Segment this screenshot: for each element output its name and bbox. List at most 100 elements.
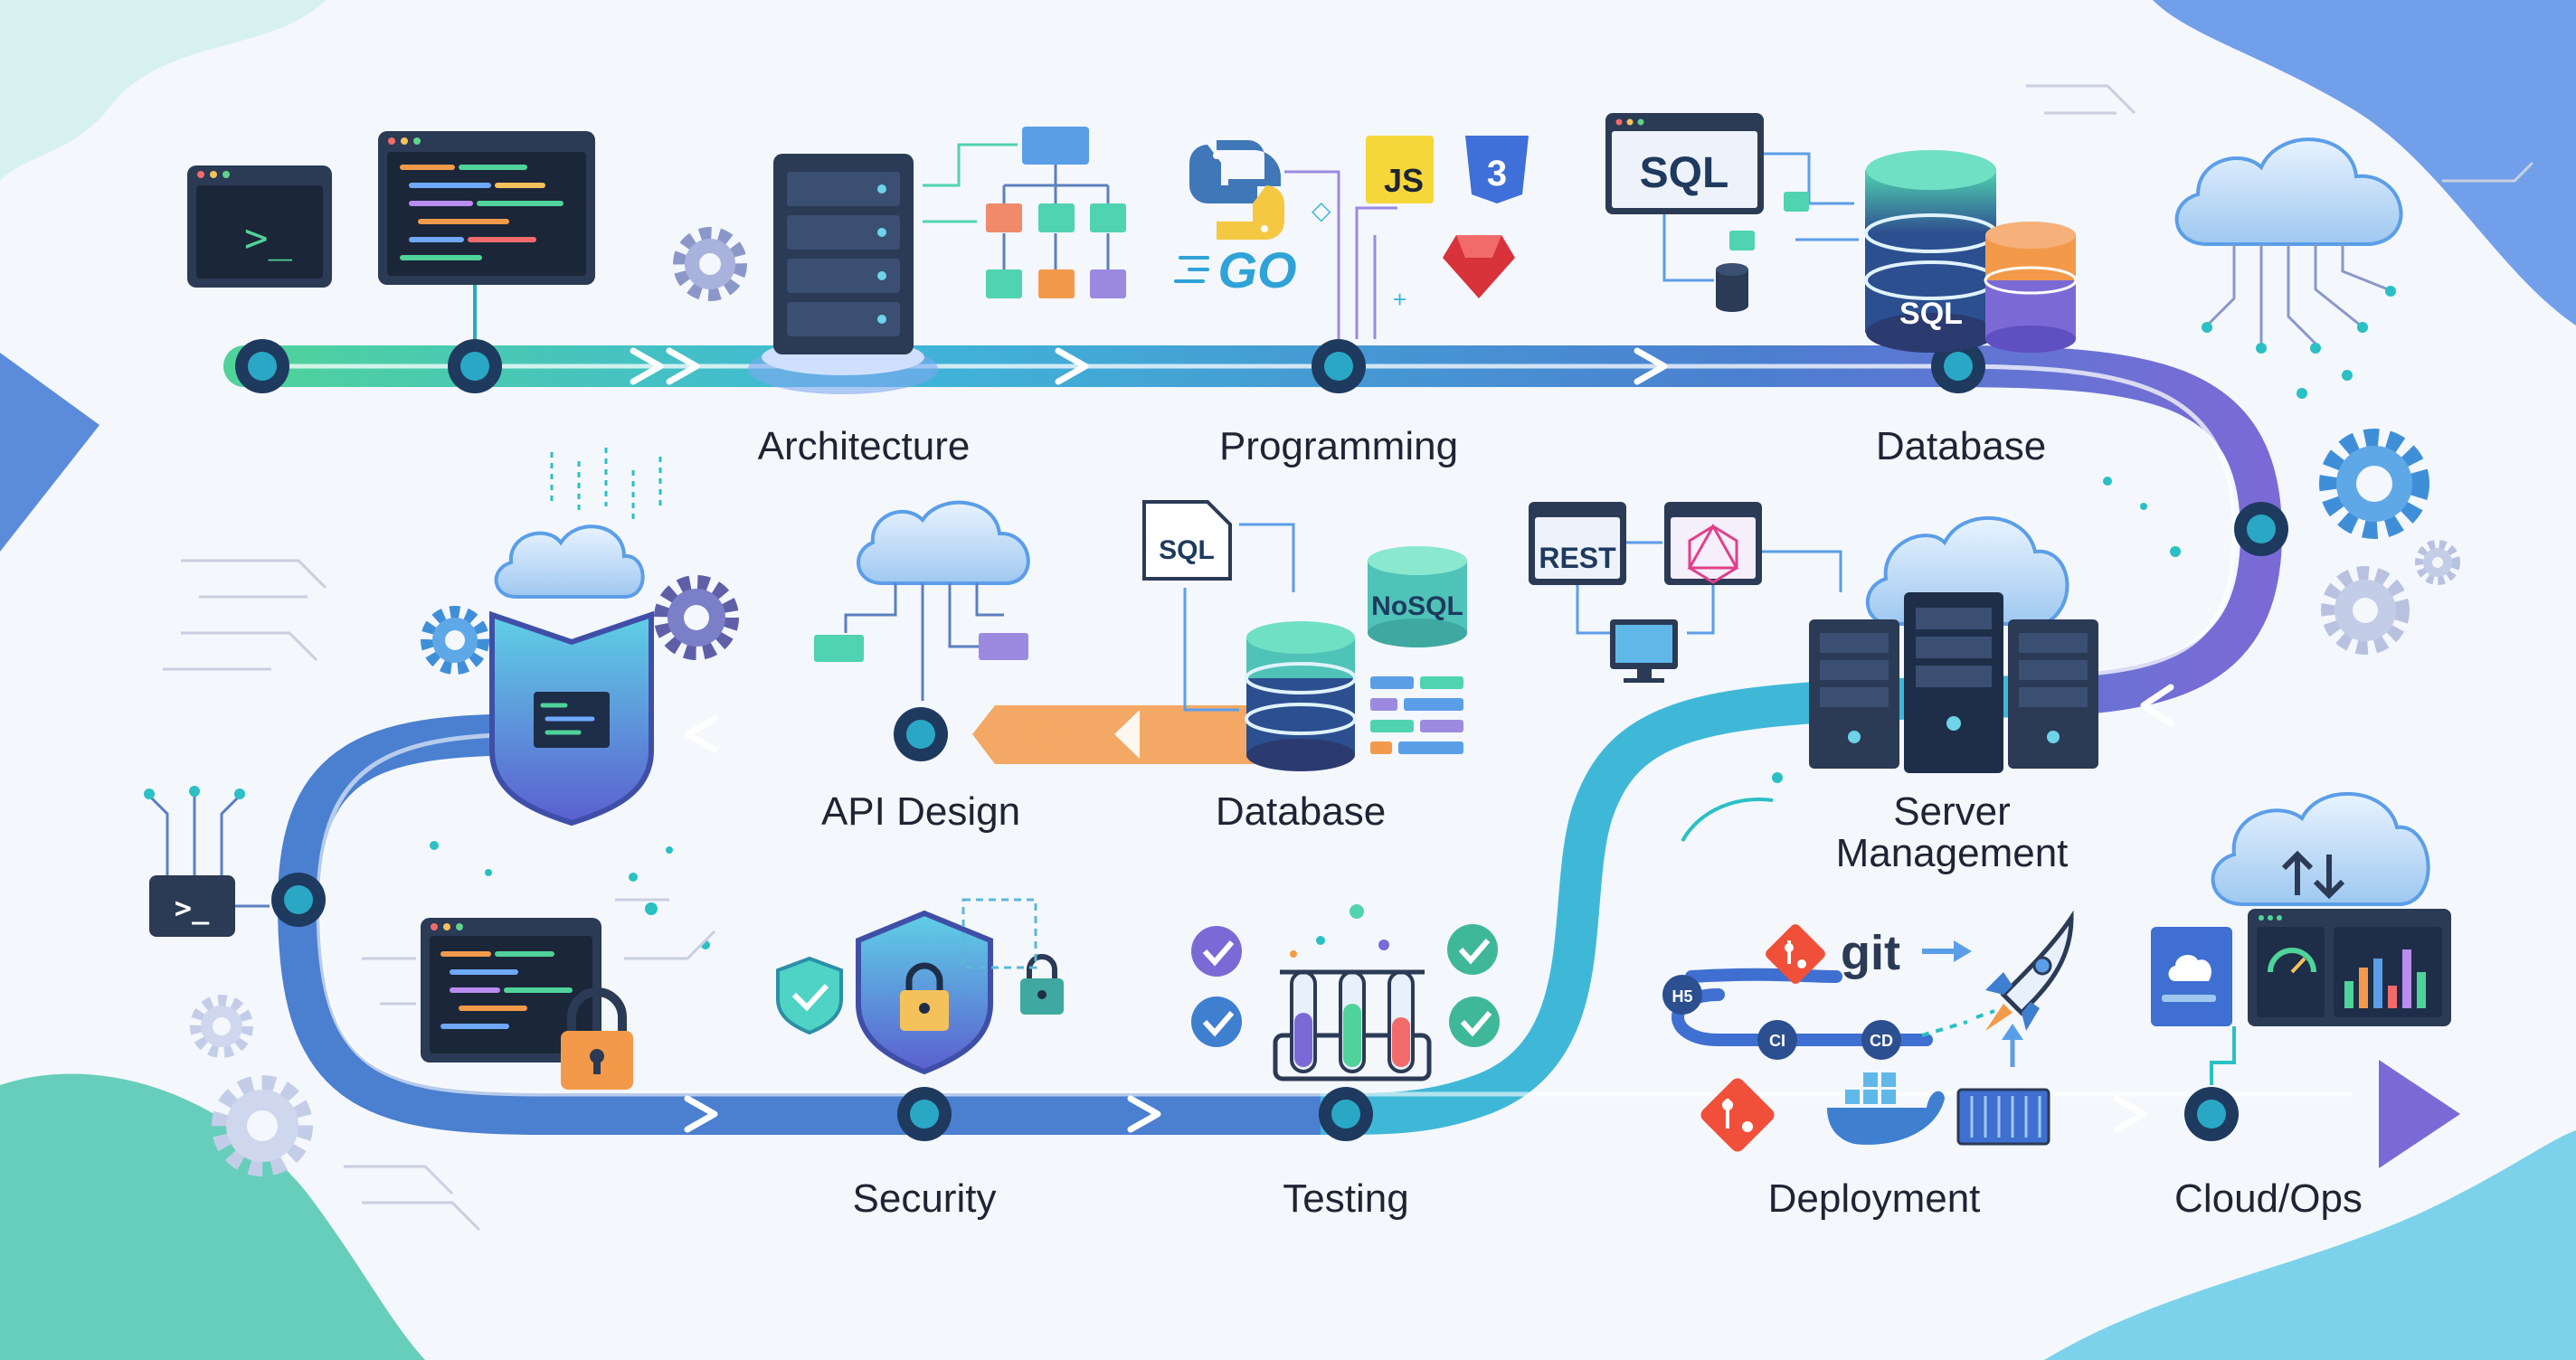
decorative-dots [1772, 477, 2181, 783]
cloud-sync-icon [2211, 791, 2430, 906]
decorative-dots [1290, 904, 1389, 958]
svg-text:git: git [1841, 926, 1900, 980]
svg-text:SQL: SQL [1159, 535, 1215, 565]
server-towers-icon [1809, 515, 2098, 773]
svg-text:3: 3 [1487, 154, 1507, 194]
flowchart-icon [923, 127, 1126, 298]
stage-label-security: Security [853, 1176, 997, 1221]
sql-window-icon: SQL [1605, 113, 1764, 214]
arrow-icon [2002, 1024, 2023, 1040]
gear-icon [2415, 540, 2460, 585]
shield-check-icon [776, 956, 843, 1035]
background-blob [2153, 0, 2576, 326]
svg-text:CD: CD [1870, 1032, 1893, 1050]
checkmark-icon [1449, 996, 1500, 1047]
stage-label-architecture: Architecture [758, 424, 971, 468]
css3-logo-icon: 3 [1465, 136, 1529, 203]
dashboard-icon [2151, 909, 2451, 1026]
database-cylinder-icon [1245, 621, 1357, 771]
stage-labels: Architecture Programming Database Server… [758, 424, 2363, 1221]
cloud-icon [494, 524, 645, 599]
stage-label-management: Management [1836, 831, 2069, 875]
stage-label-cloud-ops: Cloud/Ops [2174, 1176, 2363, 1221]
checkmark-icon [1191, 926, 1242, 977]
go-logo-icon: GO [1174, 241, 1297, 298]
sparkle-icon: + [1393, 286, 1406, 313]
stage-node[interactable] [1319, 1087, 1373, 1141]
padlock-icon [561, 987, 633, 1090]
stage-label-testing: Testing [1283, 1176, 1408, 1221]
stage-label-deployment: Deployment [1768, 1176, 1981, 1221]
connector-lines [1183, 523, 1295, 712]
background-blob [0, 353, 99, 552]
stage-node[interactable] [271, 873, 326, 927]
gear-icon [421, 606, 489, 675]
nosql-database-icon: NoSQL [1368, 546, 1467, 647]
background-blob [0, 1073, 425, 1360]
stage-node[interactable] [1931, 339, 1985, 393]
rocket-icon [1985, 910, 2074, 1031]
sql-document-icon: SQL [1142, 500, 1232, 581]
graphql-icon [1664, 502, 1762, 585]
gear-icon [190, 995, 253, 1058]
stage-node[interactable] [894, 707, 948, 761]
stage-node[interactable] [235, 339, 289, 393]
stage-label-database: Database [1876, 424, 2046, 468]
rest-api-icon: REST [1529, 502, 1626, 585]
gear-icon [2321, 566, 2410, 655]
path-highlight [253, 364, 2237, 679]
stage-label-database-mid: Database [1216, 789, 1386, 834]
stage-node[interactable] [2234, 502, 2288, 556]
svg-text:SQL: SQL [1640, 149, 1729, 197]
small-block [1784, 192, 1809, 212]
circuit-lines [163, 559, 327, 671]
background-blob [0, 0, 326, 181]
circuit-lines [2026, 84, 2534, 183]
connector-lines [1662, 152, 1859, 282]
javascript-logo-icon: JS [1366, 136, 1434, 203]
stage-nodes [235, 339, 2288, 1141]
ruby-gem-icon [1443, 235, 1515, 298]
database-cylinder-icon [1984, 222, 2078, 353]
shield-code-icon [489, 610, 654, 826]
gear-icon [212, 1075, 313, 1176]
python-logo-icon [1189, 140, 1284, 240]
svg-text:GO: GO [1217, 241, 1296, 298]
stage-label-programming: Programming [1219, 424, 1458, 468]
server-rack-icon [748, 154, 938, 394]
gear-icon [2319, 429, 2429, 539]
dashed-frame [961, 898, 1037, 969]
cloud-network-icon [2174, 137, 2403, 399]
code-window-icon [378, 131, 595, 285]
stage-node[interactable] [1312, 339, 1366, 393]
terminal-icon: >_ [187, 165, 332, 288]
svg-text:JS: JS [1384, 162, 1424, 199]
cloud-api-icon [814, 500, 1030, 701]
test-tubes-icon [1273, 969, 1432, 1081]
stage-label-server: Server [1893, 789, 2011, 834]
database-cylinder-icon [1716, 263, 1748, 312]
svg-text:NoSQL: NoSQL [1371, 591, 1463, 621]
sparkle-icon: ◇ [1312, 196, 1331, 224]
padlock-icon [1020, 954, 1064, 1015]
stage-node[interactable] [897, 1087, 952, 1141]
connector-lines [1284, 170, 1397, 339]
terminal-icon: >_ [144, 786, 245, 937]
shield-lock-icon [856, 910, 993, 1075]
path-arrow-head [2379, 1060, 2460, 1168]
svg-text:>_: >_ [175, 891, 210, 925]
stage-node[interactable] [2184, 1087, 2239, 1141]
svg-text:REST: REST [1539, 542, 1616, 574]
path-segment-curve [1300, 675, 2056, 1135]
gear-icon [654, 575, 739, 660]
stage-label-api-design: API Design [821, 789, 1020, 834]
svg-text:>_: >_ [244, 215, 292, 261]
pipeline-icon: H5 CI CD [1662, 968, 1933, 1060]
decorative-arc [1681, 798, 1774, 842]
background-blob [2044, 1130, 2576, 1360]
stage-node[interactable] [448, 339, 502, 393]
svg-text:SQL: SQL [1899, 297, 1963, 331]
circuit-lines [362, 898, 716, 1006]
